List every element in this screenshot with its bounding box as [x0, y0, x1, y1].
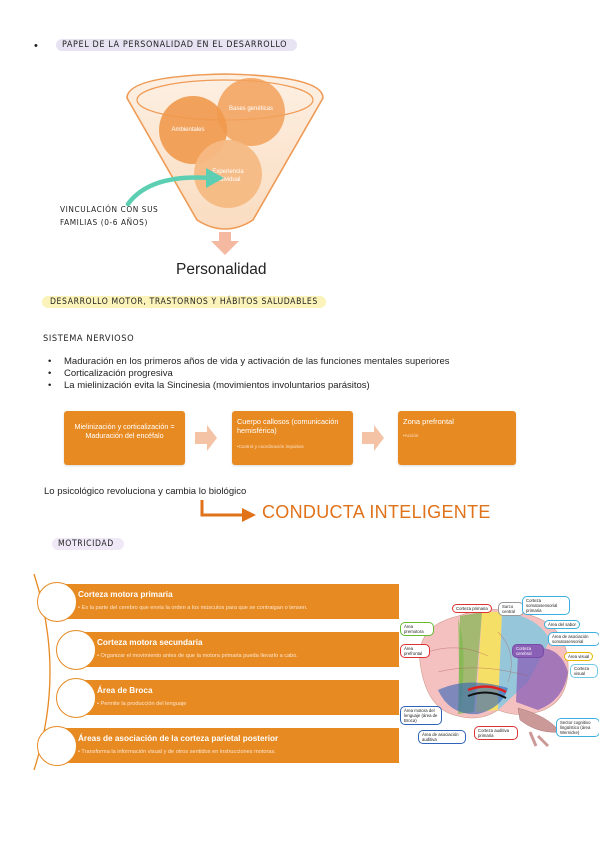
- family-note: VINCULACIÓN CON SUS FAMILIAS (0-6 AÑOS): [60, 204, 159, 227]
- motor-circle: [37, 726, 77, 766]
- process-arrow-icon: [195, 425, 217, 451]
- list-item: Maduración en los primeros años de vida …: [42, 356, 562, 368]
- quote-text: Lo psicológico revoluciona y cambia lo b…: [44, 486, 247, 497]
- process-box-3: Zona prefrontal •Acción: [398, 411, 516, 465]
- motor-row-sub: • Organizar el movimiento antes de que l…: [97, 653, 298, 659]
- brain-label-corteza-auditiva: Corteza auditiva primaria: [474, 726, 518, 740]
- brain-label-surco-central: Surco central: [498, 602, 524, 616]
- circle-experiencia: [194, 140, 262, 208]
- brain-label-area-motora-lenguaje: Área motora del lenguaje (área de Broca): [400, 706, 442, 725]
- teal-arrow-icon: [125, 168, 224, 207]
- conducta-inteligente: CONDUCTA INTELIGENTE: [262, 502, 491, 522]
- motor-row-sub: • Es la parte del cerebro que envía la o…: [78, 605, 308, 611]
- brain-label-corteza-visual: Corteza visual: [570, 664, 598, 678]
- circle-ambientales-label: Ambientales: [171, 127, 205, 133]
- motor-row-title: Áreas de asociación de la corteza pariet…: [78, 734, 279, 743]
- process-arrow-icon: [362, 425, 384, 451]
- process-box-3-sub: •Acción: [403, 433, 419, 438]
- brain-label-area-asociacion-somato: Área de asociación somatosensorial: [548, 632, 599, 646]
- brain-label-corteza-somatosensorial: Corteza somatosensorial primaria: [522, 596, 570, 615]
- brain-label-area-prefrontal: Área prefrontal: [400, 644, 430, 658]
- motor-row-sub: • Permite la producción del lenguaje: [97, 701, 187, 707]
- personalidad-result: Personalidad: [176, 261, 267, 278]
- motor-row-title: Área de Broca: [97, 686, 153, 695]
- list-item: La mielinización evita la Sincinesia (mo…: [42, 380, 562, 392]
- brain-label-area-asociacion-auditiva: Área de asociación auditiva: [418, 730, 466, 744]
- brain-label-area-visual: Área visual: [564, 652, 594, 661]
- motor-row-1: Corteza motora primaria • Es la parte de…: [56, 584, 399, 619]
- section1-title-text: PAPEL DE LA PERSONALIDAD EN EL DESARROLL…: [56, 39, 298, 51]
- brain-label-area-premotora: Área premotora: [400, 622, 434, 636]
- process-box-2-sub: •Control y coordinación impulsos: [237, 444, 304, 449]
- funnel-diagram: [126, 73, 324, 230]
- down-arrow-icon: [211, 232, 239, 255]
- circle-bases-label: Bases genéticas: [228, 106, 274, 112]
- motor-row-title: Corteza motora primaria: [78, 590, 173, 599]
- process-box-2-title: Cuerpo callosos (comunicación hemisféric…: [237, 417, 339, 435]
- motor-circle: [56, 630, 96, 670]
- elbow-arrow-icon: [200, 500, 256, 522]
- list-item: Corticalización progresiva: [42, 368, 562, 380]
- process-box-3-title: Zona prefrontal: [403, 417, 454, 426]
- motor-row-title: Corteza motora secundaria: [97, 638, 203, 647]
- motor-row-3: Área de Broca • Permite la producción de…: [75, 680, 399, 715]
- brain-label-corteza-primaria: Corteza primaria: [452, 604, 492, 613]
- motor-circle: [37, 582, 77, 622]
- brain-illustration: [419, 609, 569, 748]
- brain-diagram: Corteza primaria Surco central Corteza s…: [398, 592, 599, 748]
- process-box-1: Mielinización y corticalización = Madura…: [64, 411, 185, 465]
- nervous-system-list: Maduración en los primeros años de vida …: [42, 356, 562, 392]
- section2-title: DESARROLLO MOTOR, TRASTORNOS Y HÁBITOS S…: [42, 296, 326, 308]
- sistema-nervioso-title: SISTEMA NERVIOSO: [43, 333, 135, 344]
- motricidad-title-text: MOTRICIDAD: [52, 538, 124, 550]
- section1-bullet: •: [34, 40, 38, 52]
- circle-bases: [217, 78, 285, 146]
- process-box-2: Cuerpo callosos (comunicación hemisféric…: [232, 411, 353, 465]
- motricidad-title: MOTRICIDAD: [52, 538, 124, 550]
- section2-title-text: DESARROLLO MOTOR, TRASTORNOS Y HÁBITOS S…: [42, 296, 326, 308]
- brain-label-sector-cognitivo: Sector cognitivo lingüístico (área Werni…: [556, 718, 599, 737]
- section1-title: PAPEL DE LA PERSONALIDAD EN EL DESARROLL…: [56, 39, 298, 51]
- motor-row-4: Áreas de asociación de la corteza pariet…: [56, 728, 399, 763]
- brain-label-area-sabor: Área del sabor: [544, 620, 580, 629]
- motor-circle: [56, 678, 96, 718]
- process-box-1-text: Mielinización y corticalización = Madura…: [74, 422, 175, 440]
- motor-row-2: Corteza motora secundaria • Organizar el…: [75, 632, 399, 667]
- motor-row-sub: • Transforma la información visual y de …: [78, 749, 276, 755]
- circle-experiencia-label: Experiencia individual: [212, 169, 244, 183]
- brain-label-corteza-cerebral: Corteza cerebral: [512, 644, 544, 658]
